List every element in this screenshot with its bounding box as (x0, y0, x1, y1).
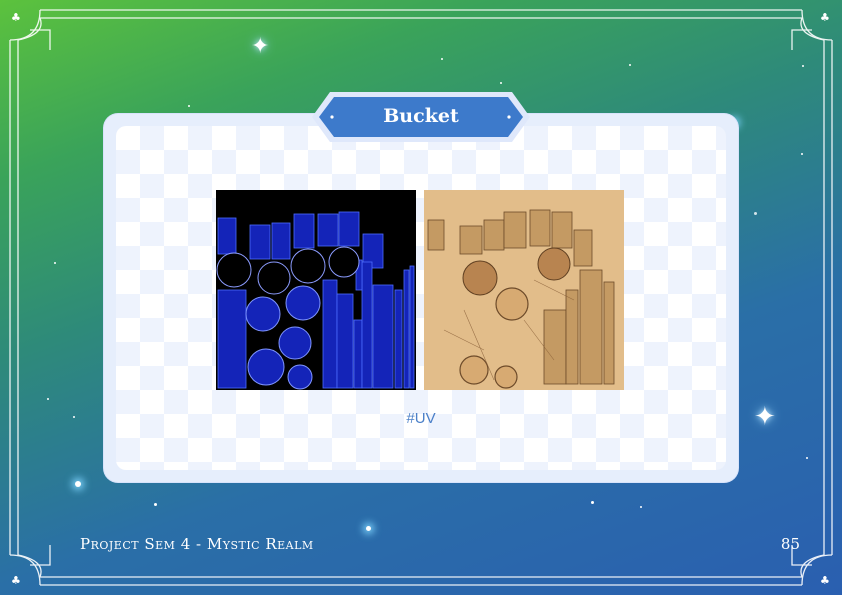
star-dot (366, 526, 371, 531)
footer-project-title: Project Sem 4 - Mystic Realm (80, 535, 314, 553)
star-dot (441, 58, 443, 60)
star-dot (629, 64, 631, 66)
star-dot (806, 457, 808, 459)
star-dot (47, 398, 49, 400)
svg-text:♣: ♣ (820, 11, 830, 24)
sparkle-icon: ✦ (754, 402, 776, 432)
star-dot (754, 212, 757, 215)
star-dot (801, 153, 803, 155)
svg-text:♣: ♣ (11, 11, 21, 24)
star-dot (591, 501, 594, 504)
uv-map-wireframe-icon (216, 211, 415, 390)
star-dot (73, 416, 75, 418)
title-banner: Bucket (312, 92, 530, 142)
star-dot (154, 503, 157, 506)
star-dot (75, 481, 81, 487)
star-dot (802, 65, 804, 67)
page-number: 85 (780, 535, 800, 553)
bucket-texture-map-icon (424, 190, 624, 390)
star-dot (640, 506, 642, 508)
caption-hashtag: #UV (406, 410, 436, 427)
star-dot (500, 82, 502, 84)
uv-layout-image (216, 190, 416, 390)
star-dot (188, 105, 190, 107)
banner-shape (312, 92, 530, 142)
texture-image (424, 190, 624, 390)
star-dot (54, 262, 56, 264)
page-title: Bucket (383, 105, 459, 127)
svg-text:♣: ♣ (11, 574, 21, 587)
svg-text:♣: ♣ (820, 574, 830, 587)
sparkle-icon: ✦ (251, 34, 270, 59)
